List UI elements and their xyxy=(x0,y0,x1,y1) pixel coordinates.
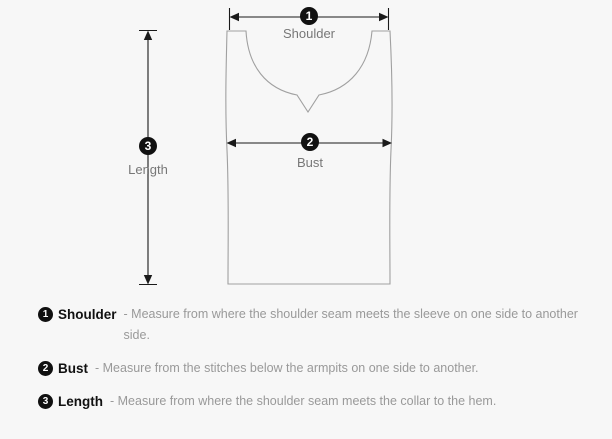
bust-dimension-label: Bust xyxy=(296,155,324,170)
length-arrowhead-top xyxy=(143,30,153,40)
measurement-legend: 1 Shoulder - Measure from where the shou… xyxy=(38,304,594,424)
legend-item-shoulder: 1 Shoulder - Measure from where the shou… xyxy=(38,304,594,346)
legend-item-length: 3 Length - Measure from where the should… xyxy=(38,391,594,412)
shoulder-arrowhead-right xyxy=(379,12,389,22)
shoulder-dimension-label: Shoulder xyxy=(282,26,336,41)
tank-top-outline xyxy=(225,30,393,285)
length-dimension-label: Length xyxy=(128,162,168,177)
legend-term-shoulder: Shoulder xyxy=(58,307,117,322)
legend-desc-length: - Measure from where the shoulder seam m… xyxy=(110,394,497,408)
legend-term-bust: Bust xyxy=(58,361,88,376)
legend-term-length: Length xyxy=(58,394,103,409)
legend-badge-length: 3 xyxy=(38,394,53,409)
length-arrowhead-bottom xyxy=(143,275,153,285)
legend-badge-shoulder: 1 xyxy=(38,307,53,322)
bust-arrowhead-right xyxy=(382,138,392,148)
bust-arrowhead-left xyxy=(226,138,236,148)
legend-badge-bust: 2 xyxy=(38,361,53,376)
measure-badge-shoulder: 1 xyxy=(300,7,318,25)
shoulder-arrowhead-left xyxy=(229,12,239,22)
legend-desc-shoulder: - Measure from where the shoulder seam m… xyxy=(123,307,578,342)
measure-badge-bust: 2 xyxy=(301,133,319,151)
measure-badge-length: 3 xyxy=(139,137,157,155)
length-dimension-arrow xyxy=(139,29,157,286)
legend-item-bust: 2 Bust - Measure from the stitches below… xyxy=(38,358,594,379)
legend-desc-bust: - Measure from the stitches below the ar… xyxy=(95,361,479,375)
